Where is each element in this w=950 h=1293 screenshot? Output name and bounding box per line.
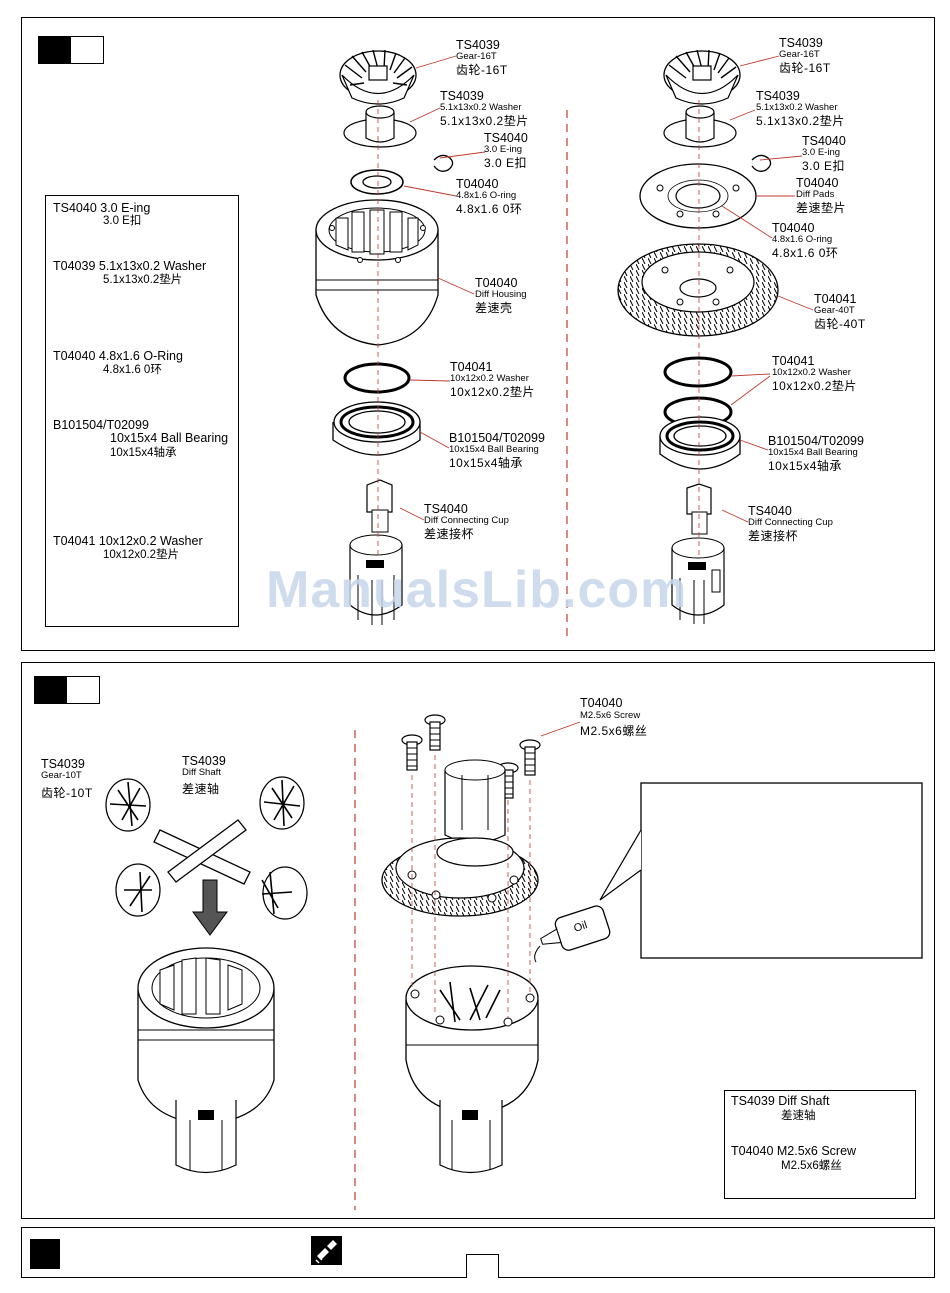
part-name-en: 10x15x4 Ball Bearing bbox=[449, 444, 539, 455]
footer-black-square bbox=[30, 1239, 60, 1269]
legend-item-title: B101504/T02099 bbox=[53, 418, 149, 432]
part-name-en: Gear-16T bbox=[456, 51, 497, 62]
gear-40t-right bbox=[617, 243, 779, 337]
legend-item-cn: 10x15x4轴承 bbox=[110, 447, 177, 459]
connecting-cup-left bbox=[349, 479, 403, 625]
part-name-cn: 3.0 E扣 bbox=[484, 156, 528, 170]
part-name-cn: 5.1x13x0.2垫片 bbox=[756, 114, 845, 128]
part-code: TS4040 bbox=[748, 504, 792, 518]
part-code: T04040 bbox=[456, 177, 499, 191]
part-name-en: 4.8x1.6 O-ring bbox=[456, 190, 517, 201]
diff-internal-gears bbox=[105, 776, 308, 1174]
part-name-cn: 齿轮-10T bbox=[41, 786, 93, 800]
part-name-cn: 10x15x4轴承 bbox=[449, 456, 523, 470]
part-code: T04041 bbox=[772, 354, 815, 368]
legend-item-title: T04040 M2.5x6 Screw bbox=[731, 1144, 857, 1158]
part-name-en: 5.1x13x0.2 Washer bbox=[440, 102, 522, 113]
step-number-box-top bbox=[38, 36, 104, 64]
part-name-cn: 10x12x0.2垫片 bbox=[450, 385, 535, 399]
part-code: T04041 bbox=[814, 292, 857, 306]
part-code: TS4040 bbox=[424, 502, 468, 516]
part-code: T04040 bbox=[796, 176, 839, 190]
part-code: TS4039 bbox=[41, 757, 85, 771]
part-name-cn: 4.8x1.6 0环 bbox=[772, 246, 839, 260]
part-name-cn: 3.0 E扣 bbox=[802, 159, 846, 173]
gear-16t-left bbox=[339, 49, 417, 105]
part-name-en: Diff Pads bbox=[796, 189, 835, 200]
part-code: TS4039 bbox=[182, 754, 226, 768]
part-code: TS4039 bbox=[756, 89, 800, 103]
legend-item-cn: 4.8x1.6 0环 bbox=[103, 364, 162, 376]
part-name-en: Diff Connecting Cup bbox=[748, 517, 833, 528]
right-stack-drawing bbox=[617, 49, 779, 624]
legend-item-cn: 5.1x13x0.2垫片 bbox=[103, 274, 183, 286]
part-name-en: 4.8x1.6 O-ring bbox=[772, 234, 833, 245]
bottom-panel bbox=[21, 662, 935, 1219]
part-name-en: M2.5x6 Screw bbox=[580, 710, 641, 721]
parts-legend-bottom: TS4039 Diff Shaft 差速轴 T04040 M2.5x6 Scre… bbox=[724, 1090, 916, 1199]
part-name-en: Gear-10T bbox=[41, 770, 82, 781]
part-name-cn: 齿轮-16T bbox=[779, 61, 831, 75]
part-name-en: Gear-40T bbox=[814, 305, 855, 316]
tool-icon bbox=[311, 1236, 342, 1265]
legend-item-title: T04039 5.1x13x0.2 Washer bbox=[53, 259, 207, 273]
part-code: T04040 bbox=[772, 221, 815, 235]
part-code: TS4040 bbox=[802, 134, 846, 148]
legend-item-sub: 10x15x4 Ball Bearing bbox=[110, 431, 229, 445]
part-code: TS4039 bbox=[456, 38, 500, 52]
legend-item-title: TS4039 Diff Shaft bbox=[731, 1094, 830, 1108]
legend-item-cn: 3.0 E扣 bbox=[103, 215, 142, 227]
part-code: T04040 bbox=[580, 696, 623, 710]
left-stack-drawing bbox=[315, 49, 454, 625]
page-number-tab bbox=[466, 1254, 499, 1278]
part-name-en: Diff Connecting Cup bbox=[424, 515, 509, 526]
legend-item-title: T04041 10x12x0.2 Washer bbox=[53, 534, 203, 548]
part-name-en: Diff Shaft bbox=[182, 767, 221, 778]
part-name-cn: 10x15x4轴承 bbox=[768, 459, 842, 473]
part-code: TS4039 bbox=[779, 36, 823, 50]
part-name-cn: 差速壳 bbox=[475, 301, 513, 315]
part-name-cn: 齿轮-40T bbox=[814, 317, 866, 331]
watermark-text: ManualsLib.com bbox=[266, 561, 688, 619]
part-name-cn: 差速接杯 bbox=[424, 527, 475, 541]
legend-item-title: TS4040 3.0 E-ing bbox=[53, 201, 151, 215]
part-code: TS4039 bbox=[440, 89, 484, 103]
part-code: B101504/T02099 bbox=[449, 431, 545, 445]
part-name-en: 10x12x0.2 Washer bbox=[772, 367, 851, 378]
parts-legend-top: TS4040 3.0 E-ing 3.0 E扣 T04039 5.1x13x0.… bbox=[45, 195, 239, 627]
part-name-cn: 4.8x1.6 0环 bbox=[456, 202, 523, 216]
part-code: T04040 bbox=[475, 276, 518, 290]
gear-16t-right bbox=[663, 49, 741, 105]
diff-assembly-drawing bbox=[381, 714, 923, 1174]
diff-housing-left bbox=[315, 199, 439, 346]
legend-item-cn: M2.5x6螺丝 bbox=[781, 1160, 842, 1172]
bearing-right bbox=[659, 416, 741, 470]
part-name-en: 10x12x0.2 Washer bbox=[450, 373, 529, 384]
step-number-box-bottom bbox=[34, 676, 100, 704]
part-name-cn: M2.5x6螺丝 bbox=[580, 724, 648, 738]
part-code: T04041 bbox=[450, 360, 493, 374]
part-name-cn: 差速垫片 bbox=[796, 201, 847, 215]
top-panel bbox=[21, 17, 935, 651]
part-name-en: Diff Housing bbox=[475, 289, 527, 300]
part-code: TS4040 bbox=[484, 131, 528, 145]
part-name-en: 3.0 E-ing bbox=[484, 144, 523, 155]
part-name-cn: 10x12x0.2垫片 bbox=[772, 379, 857, 393]
legend-item-cn: 差速轴 bbox=[781, 1110, 816, 1122]
part-name-cn: 差速接杯 bbox=[748, 529, 799, 543]
part-code: B101504/T02099 bbox=[768, 434, 864, 448]
part-name-en: 5.1x13x0.2 Washer bbox=[756, 102, 838, 113]
part-name-cn: 齿轮-16T bbox=[456, 63, 508, 77]
part-name-cn: 5.1x13x0.2垫片 bbox=[440, 114, 529, 128]
legend-item-title: T04040 4.8x1.6 O-Ring bbox=[53, 349, 183, 363]
legend-item-cn: 10x12x0.2垫片 bbox=[103, 549, 180, 561]
connecting-cup-right bbox=[671, 483, 725, 624]
part-name-cn: 差速轴 bbox=[182, 782, 220, 796]
part-name-en: 10x15x4 Ball Bearing bbox=[768, 447, 858, 458]
part-name-en: 3.0 E-ing bbox=[802, 147, 841, 158]
bearing-left bbox=[332, 401, 421, 456]
part-name-en: Gear-16T bbox=[779, 49, 820, 60]
